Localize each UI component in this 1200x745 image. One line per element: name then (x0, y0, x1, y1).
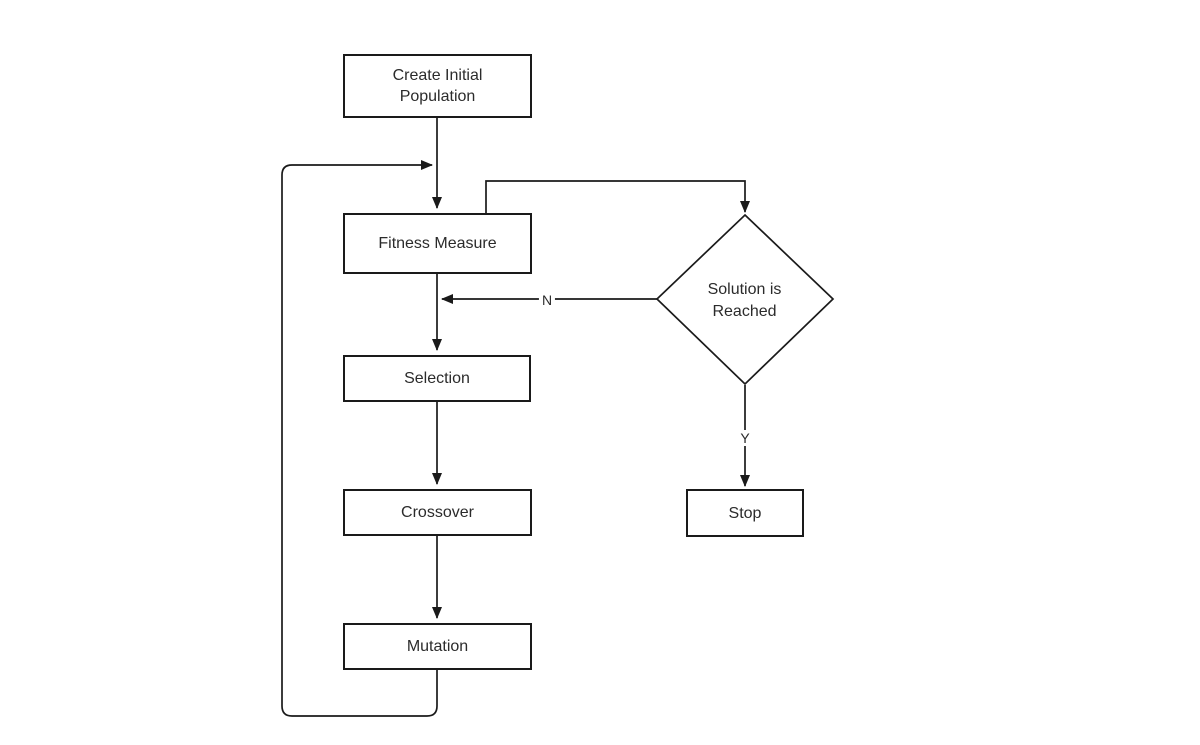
decision-diamond-shape (655, 213, 835, 386)
node-stop: Stop (686, 489, 804, 537)
node-selection: Selection (343, 355, 531, 402)
node-fitness-measure-label: Fitness Measure (378, 235, 497, 252)
node-decision-label: Solution is Reached (707, 281, 782, 320)
edge-label-yes: Y (737, 430, 753, 446)
node-mutation: Mutation (343, 623, 532, 670)
node-create-initial-population-label: Create Initial Population (392, 67, 483, 105)
node-mutation-label: Mutation (406, 638, 469, 655)
node-selection-label: Selection (404, 370, 470, 387)
node-stop-label: Stop (728, 504, 762, 522)
edge-label-no: N (538, 292, 556, 308)
node-crossover-label: Crossover (401, 504, 474, 521)
node-create-initial-population: Create Initial Population (343, 54, 532, 118)
node-fitness-measure: Fitness Measure (343, 213, 532, 274)
edge-fitness-to-decision (485, 180, 750, 213)
node-crossover: Crossover (343, 489, 532, 536)
edge-mutation-loop-back (281, 160, 438, 717)
